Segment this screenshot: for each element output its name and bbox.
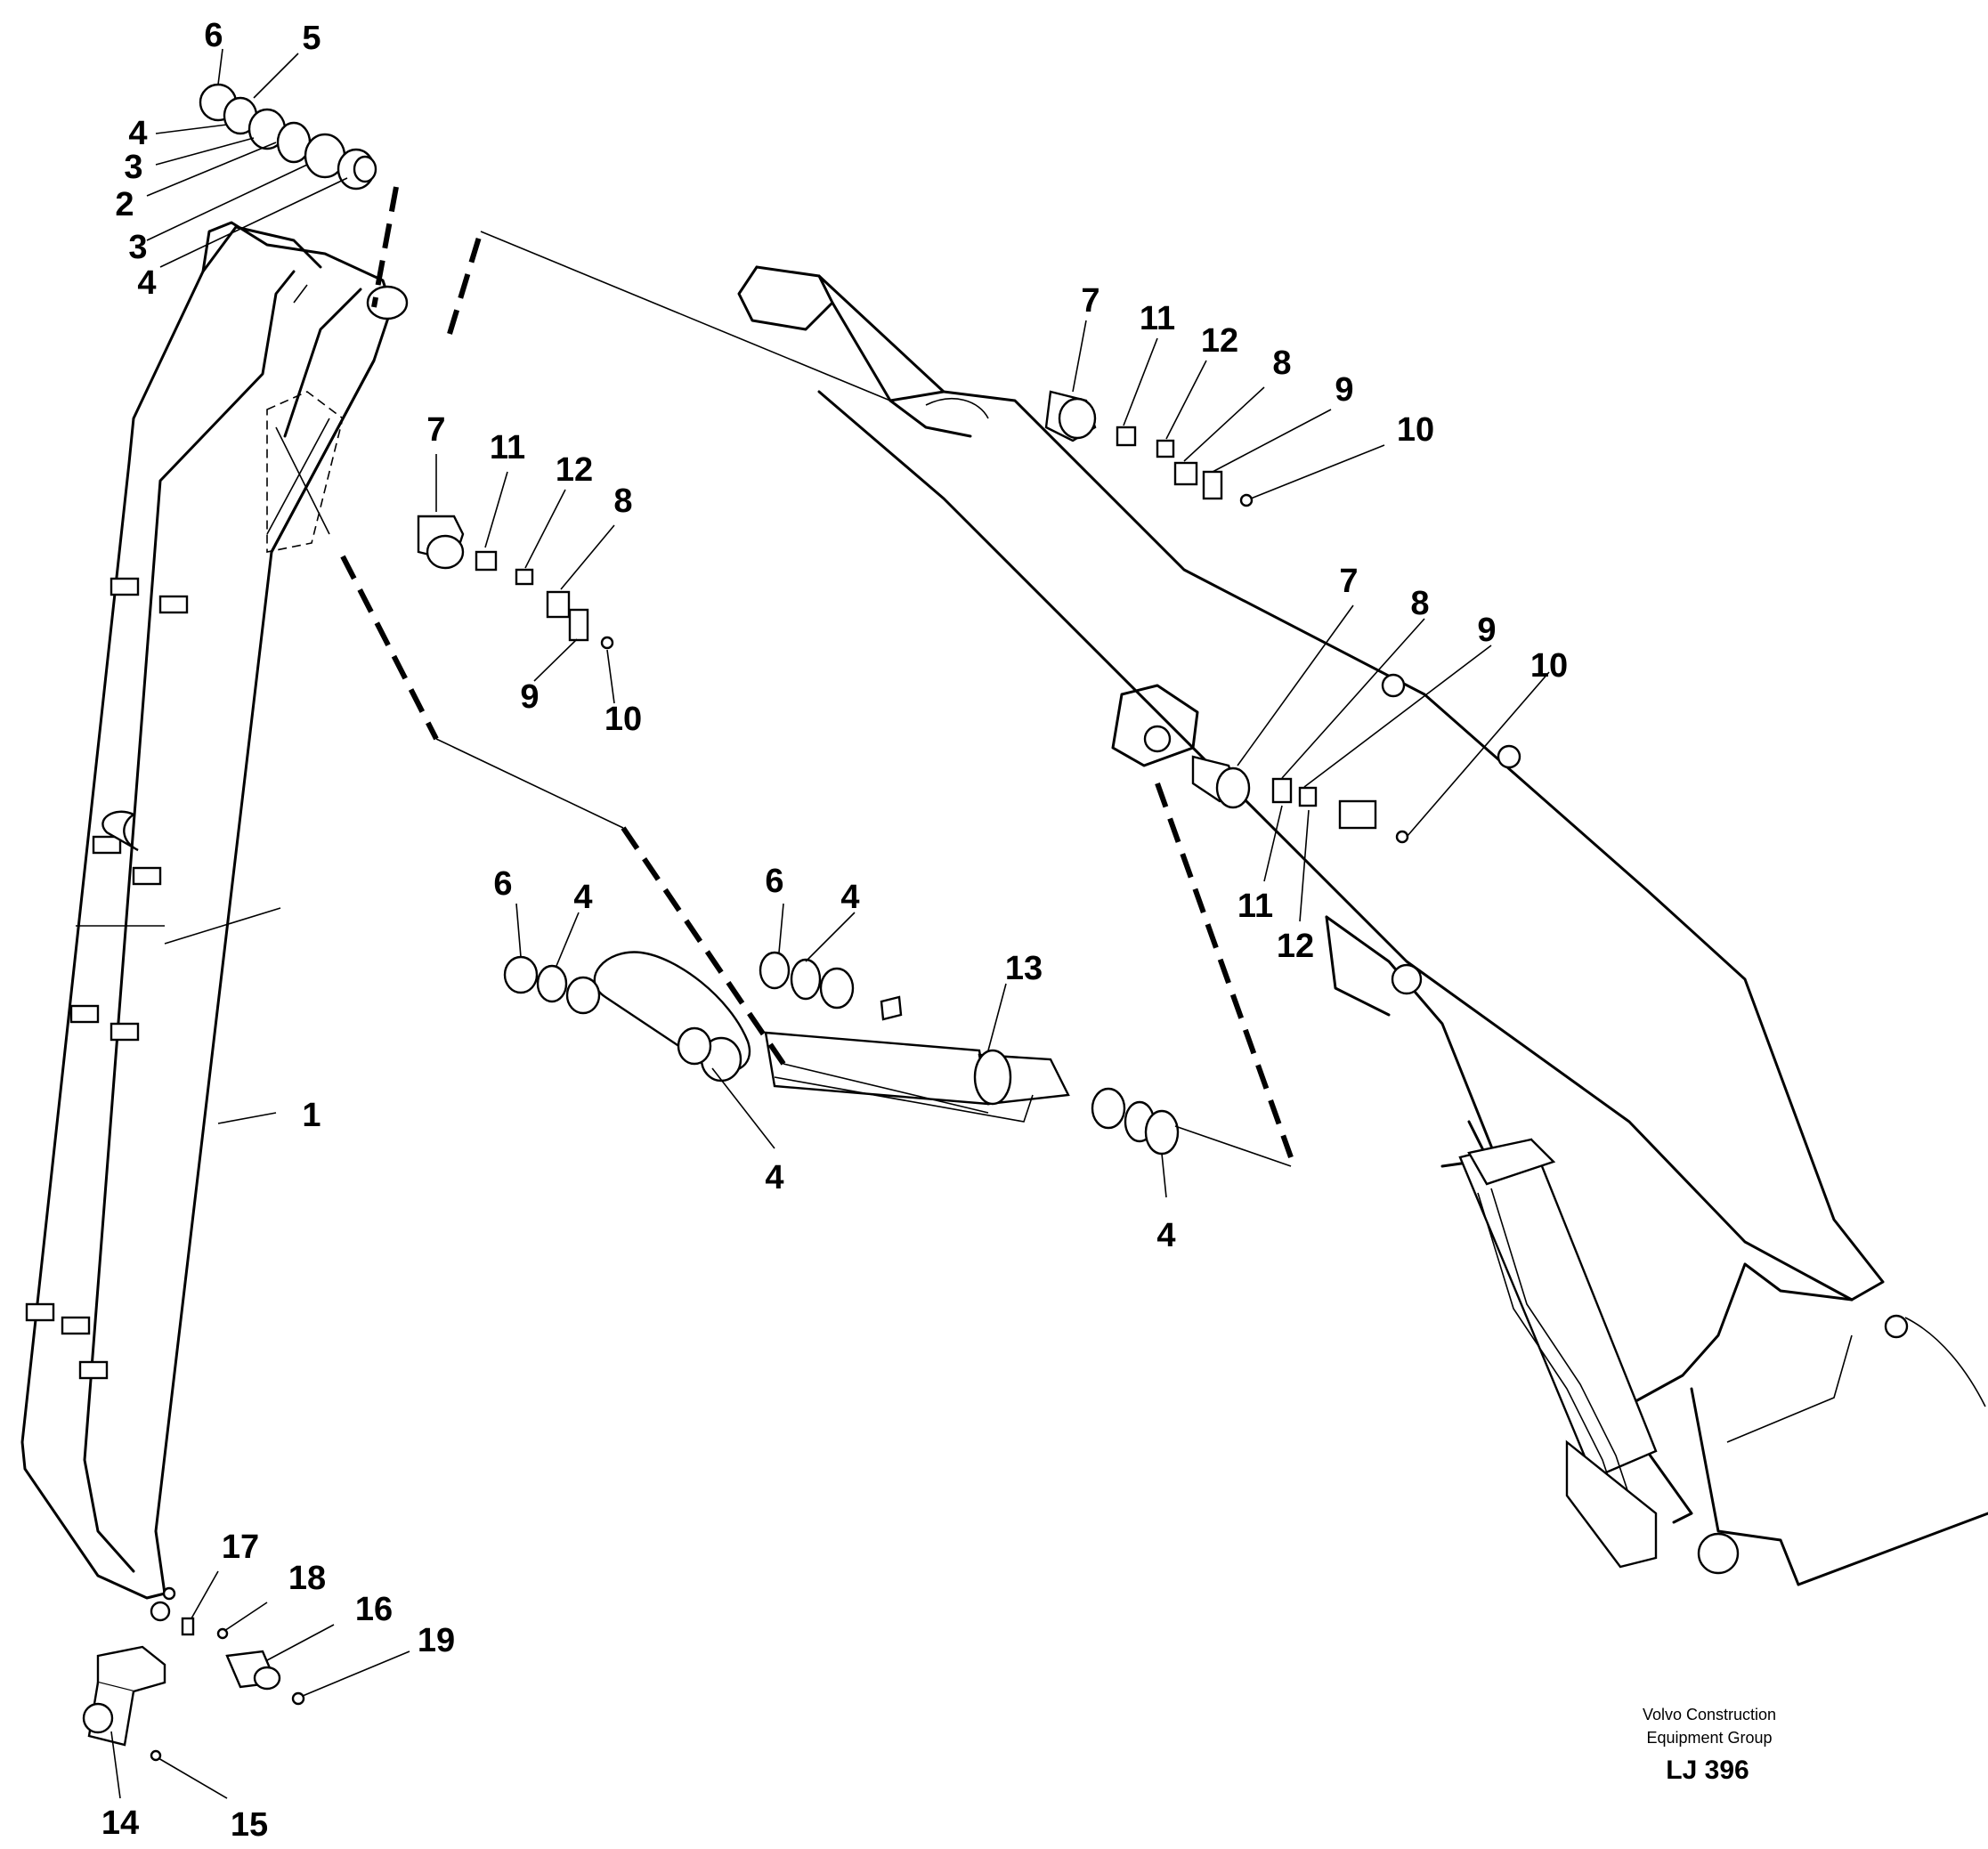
callout-15: 15: [231, 1806, 268, 1844]
callout-10: 10: [1397, 411, 1434, 449]
cylinder-bushings-left: [503, 955, 712, 1066]
callout-3: 3: [124, 149, 142, 186]
callout-1: 1: [302, 1097, 321, 1134]
callout-3: 3: [128, 229, 147, 266]
callout-16: 16: [355, 1591, 393, 1628]
callout-13: 13: [1005, 950, 1043, 987]
arm-hose-clamps: [25, 577, 189, 1380]
callout-4: 4: [128, 115, 147, 152]
callout-11: 11: [1237, 888, 1273, 925]
dipper-arm: [20, 221, 409, 1622]
callout-18: 18: [288, 1560, 326, 1597]
bucket-link-pin: [82, 1617, 305, 1762]
callout-labels: 6 5 4 3 2 3 4 7 11 12 8 9 10 7 11 12 8 9…: [101, 17, 1568, 1844]
callout-4: 4: [573, 879, 592, 916]
callout-2: 2: [115, 186, 134, 223]
leader-lines: [110, 48, 1550, 1799]
callout-5: 5: [302, 20, 321, 57]
callout-6: 6: [493, 865, 512, 903]
callout-9: 9: [1335, 371, 1353, 409]
callout-9: 9: [1477, 612, 1496, 649]
callout-4: 4: [1156, 1217, 1175, 1254]
top-bushing-stack: [199, 83, 377, 191]
callout-4: 4: [765, 1159, 783, 1196]
pin-assembly-mid-right: [1191, 755, 1409, 844]
publisher-footer: Volvo Construction Equipment Group LJ 39…: [1643, 1706, 1776, 1785]
callout-8: 8: [1410, 585, 1429, 622]
pin-assembly-upper-right: [1044, 390, 1254, 507]
callout-12: 12: [556, 451, 593, 489]
callout-7: 7: [1339, 563, 1358, 600]
callout-12: 12: [1277, 928, 1314, 965]
callout-8: 8: [1272, 345, 1291, 382]
callout-6: 6: [765, 863, 783, 900]
footer-line-2: Equipment Group: [1646, 1729, 1772, 1747]
assembly-dashed-lines: [340, 186, 1294, 1167]
callout-10: 10: [605, 701, 642, 738]
callout-14: 14: [101, 1804, 139, 1842]
callout-12: 12: [1201, 322, 1238, 360]
callout-19: 19: [418, 1622, 455, 1659]
callout-10: 10: [1530, 647, 1568, 685]
callout-4: 4: [137, 264, 156, 302]
callout-7: 7: [426, 411, 445, 449]
callout-4: 4: [840, 879, 859, 916]
pin-assembly-upper-left: [417, 515, 614, 650]
footer-code: LJ 396: [1666, 1756, 1749, 1785]
footer-line-1: Volvo Construction: [1643, 1706, 1776, 1723]
callout-11: 11: [1140, 300, 1175, 337]
callout-7: 7: [1081, 282, 1099, 320]
callout-8: 8: [613, 483, 632, 520]
callout-17: 17: [222, 1529, 259, 1566]
cylinder-bushings-right: [1091, 1087, 1180, 1156]
boom: [737, 265, 1988, 1586]
callout-11: 11: [490, 429, 525, 466]
cylinder-bushings-mid: [759, 951, 855, 1010]
callout-6: 6: [204, 17, 223, 54]
callout-9: 9: [520, 678, 539, 716]
